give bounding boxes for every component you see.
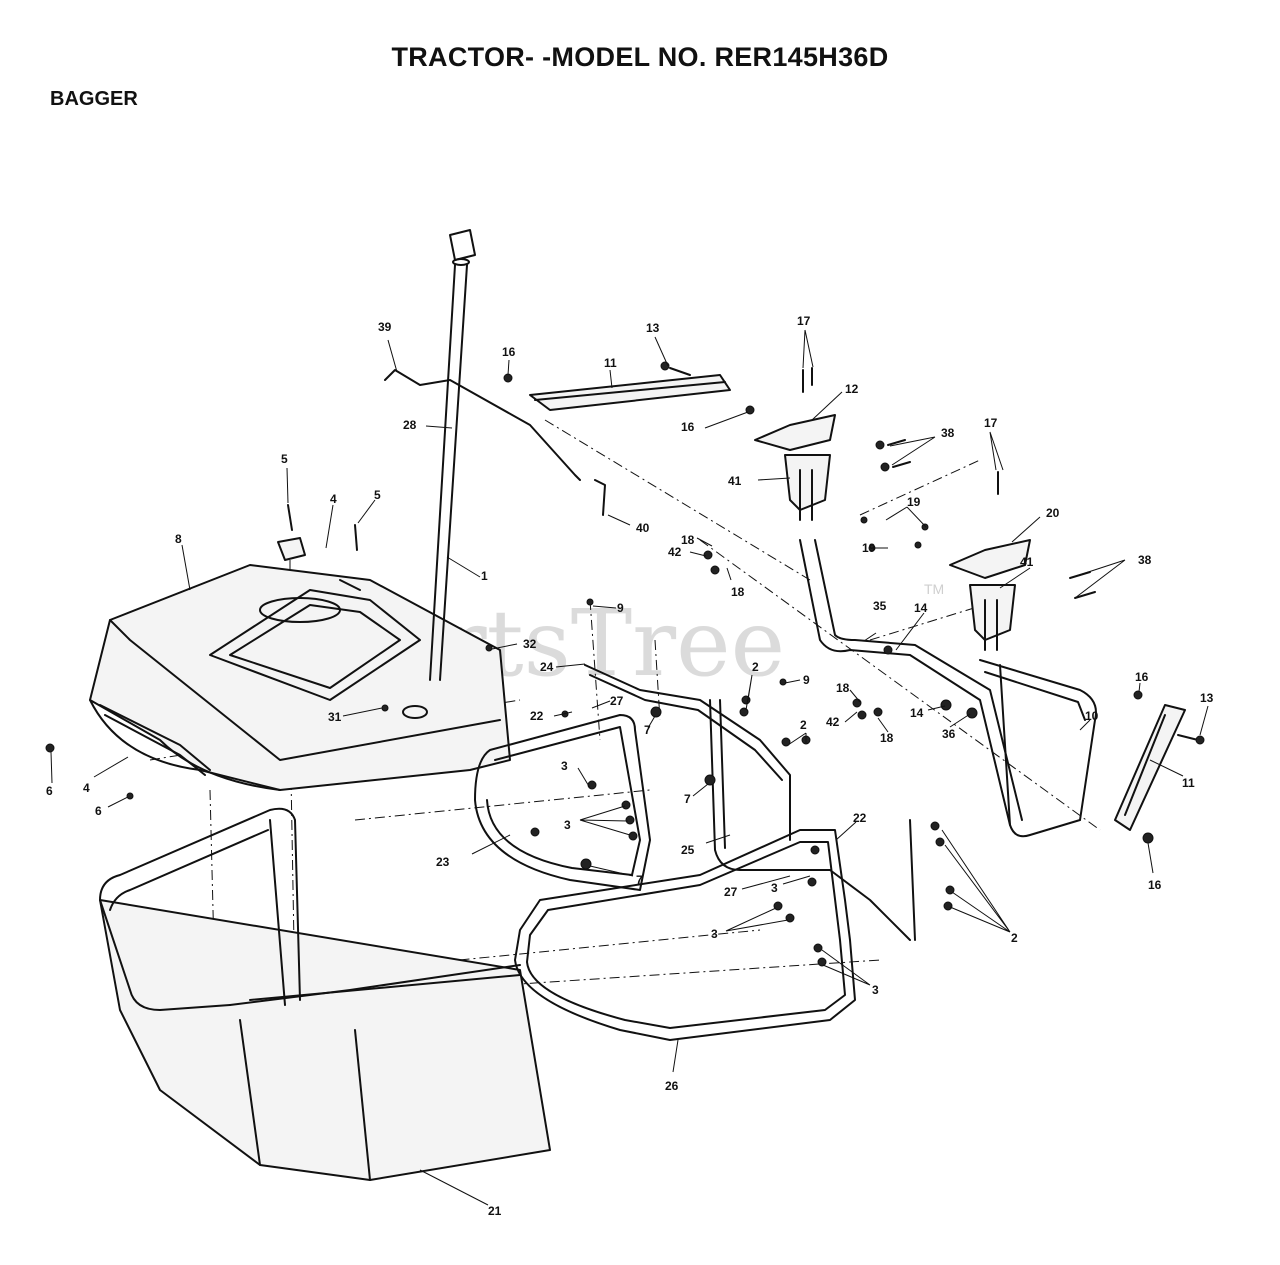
callout-label: 35 (873, 599, 887, 613)
callout-label: 41 (1020, 555, 1034, 569)
callout-label: 5 (281, 452, 288, 466)
callout-label: 42 (668, 545, 682, 559)
callout-label: 40 (636, 521, 650, 535)
section-title: BAGGER (50, 88, 138, 110)
part-hinge-brackets (784, 454, 1016, 651)
callout-label: 21 (488, 1204, 502, 1218)
part-rear-frame (799, 539, 1097, 838)
callout-label: 38 (941, 426, 955, 440)
callout-label: 22 (530, 709, 544, 723)
callout-label: 3 (564, 818, 571, 832)
callout-label: 7 (644, 723, 651, 737)
part-frame-left (474, 714, 651, 891)
callout-label: 14 (914, 601, 928, 615)
callout-label: 28 (403, 418, 417, 432)
callout-label: 16 (1148, 878, 1162, 892)
callout-label: 3 (872, 983, 879, 997)
callout-label: 2 (1011, 931, 1018, 945)
part-bracket-right (1114, 704, 1186, 831)
leader-lines (50, 329, 1209, 1206)
callout-label: 20 (1046, 506, 1060, 520)
callout-label: 6 (46, 784, 53, 798)
callout-label: 7 (636, 873, 643, 887)
part-cross-rod (584, 664, 791, 841)
callout-label: 1 (481, 569, 488, 583)
watermark-tm: TM (924, 581, 944, 597)
callout-label: 25 (681, 843, 695, 857)
callout-label: 13 (646, 321, 660, 335)
part-frame-bottom (514, 829, 856, 1041)
diagram-title: TRACTOR- -MODEL NO. RER145H36D (391, 42, 889, 72)
part-hood (89, 564, 511, 791)
callout-label: 13 (1200, 691, 1214, 705)
hardware (45, 361, 1205, 967)
callout-label: 41 (728, 474, 742, 488)
callout-label: 17 (984, 416, 998, 430)
callout-label: 8 (175, 532, 182, 546)
callout-label: 24 (540, 660, 554, 674)
callout-label: 9 (803, 673, 810, 687)
callout-label: 27 (610, 694, 624, 708)
callout-label: 12 (845, 382, 859, 396)
callout-label: 19 (862, 541, 876, 555)
callout-label: 9 (617, 601, 624, 615)
callout-label: 36 (942, 727, 956, 741)
callout-label: 2 (800, 718, 807, 732)
callout-label: 31 (328, 710, 342, 724)
callout-label: 4 (330, 492, 337, 506)
callout-label: 5 (374, 488, 381, 502)
callout-label: 23 (436, 855, 450, 869)
callout-label: 22 (853, 811, 867, 825)
callout-label: 10 (1085, 709, 1099, 723)
callout-label: 3 (711, 927, 718, 941)
callout-label: 19 (907, 495, 921, 509)
callout-label: 18 (880, 731, 894, 745)
callout-label: 17 (797, 314, 811, 328)
callout-label: 39 (378, 320, 392, 334)
callout-label: 11 (604, 356, 617, 370)
callout-label: 18 (731, 585, 745, 599)
callout-label: 14 (910, 706, 924, 720)
part-clamps (754, 414, 1031, 579)
callout-label: 16 (681, 420, 695, 434)
callout-label: 7 (684, 792, 691, 806)
callout-label: 26 (665, 1079, 679, 1093)
callout-label: 32 (523, 637, 537, 651)
callout-label: 6 (95, 804, 102, 818)
callout-label: 2 (752, 660, 759, 674)
part-tube (429, 229, 476, 681)
part-bracket-upper (529, 374, 731, 411)
callout-label: 4 (83, 781, 90, 795)
callout-label: 38 (1138, 553, 1152, 567)
callout-labels: 39 13 16 11 17 12 16 38 28 41 17 5 4 5 1… (46, 314, 1214, 1218)
callout-label: 11 (1182, 776, 1195, 790)
callout-label: 18 (681, 533, 695, 547)
callout-label: 16 (1135, 670, 1149, 684)
callout-label: 16 (502, 345, 516, 359)
callout-label: 3 (771, 881, 778, 895)
part-frame-mid (709, 699, 916, 941)
callout-label: 27 (724, 885, 738, 899)
callout-label: 3 (561, 759, 568, 773)
part-rod (384, 369, 606, 516)
callout-label: 42 (826, 715, 840, 729)
callout-label: 18 (836, 681, 850, 695)
part-bag (99, 807, 551, 1181)
